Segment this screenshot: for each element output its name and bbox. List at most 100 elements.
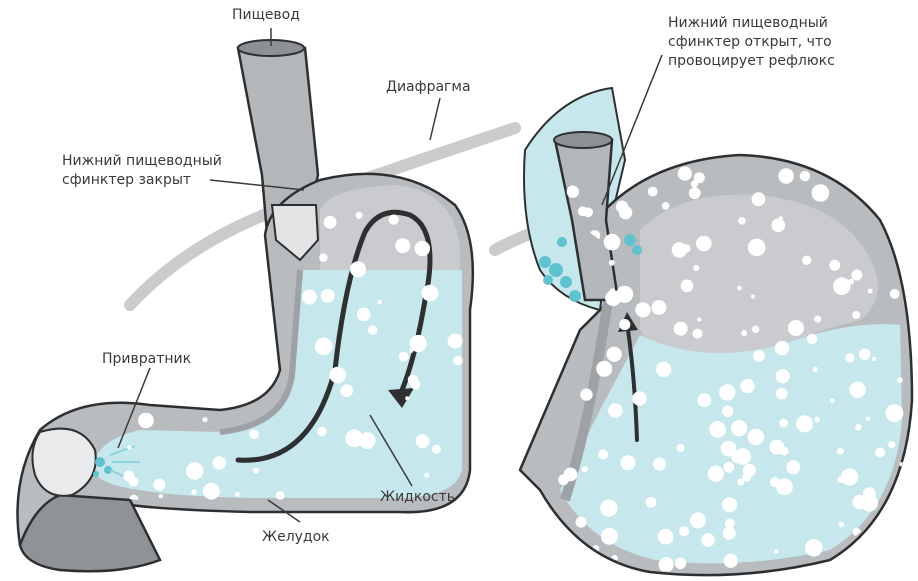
bubble [786, 460, 800, 474]
bubble [839, 522, 844, 527]
bubble [709, 421, 726, 438]
bubble [653, 458, 666, 471]
bubble [743, 464, 756, 477]
bubble [405, 396, 409, 400]
bubble [697, 393, 711, 407]
open-sphincter-top [554, 132, 612, 148]
bubble [813, 367, 818, 372]
bubble [576, 517, 587, 528]
bubble [601, 528, 618, 545]
bubble [600, 500, 617, 517]
bubble [596, 361, 612, 377]
bubble [329, 367, 346, 384]
bubble [775, 341, 790, 356]
bubble [859, 349, 870, 360]
bubble [830, 398, 835, 403]
bubble [679, 526, 689, 536]
bubble [377, 300, 382, 305]
bubble [191, 489, 196, 494]
bubble [849, 382, 865, 398]
bubble [619, 319, 630, 330]
bubble [609, 260, 615, 266]
bubble [724, 554, 738, 568]
bubble [689, 187, 701, 199]
bubble [693, 265, 699, 271]
bubble [886, 404, 904, 422]
bubble [340, 385, 353, 398]
bubble [159, 494, 163, 498]
bubble [356, 212, 363, 219]
bubble [845, 353, 854, 362]
bubble [678, 167, 692, 181]
bubble [719, 384, 735, 400]
bubble [837, 448, 844, 455]
label-sphincter-open: Нижний пищеводный сфинктер открыт, что п… [668, 14, 835, 71]
bubble [621, 211, 629, 219]
bubble [674, 322, 688, 336]
bubble [723, 527, 736, 540]
bubble [735, 448, 752, 465]
bubble [838, 476, 845, 483]
bubble [737, 286, 742, 291]
bubble [731, 420, 747, 436]
bubble [776, 388, 788, 400]
bubble [779, 216, 783, 220]
bubble [722, 406, 733, 417]
bubble [788, 320, 804, 336]
bubble [780, 447, 789, 456]
bubble [411, 380, 421, 390]
bubble [875, 447, 885, 457]
bubble [604, 234, 621, 251]
bubble [660, 531, 673, 544]
bubble [814, 417, 820, 423]
bubble [681, 280, 694, 293]
bubble [682, 244, 691, 253]
bubble [694, 172, 705, 183]
label-fluid: Жидкость [380, 488, 455, 507]
bubble [677, 444, 685, 452]
bubble [315, 338, 333, 356]
bubble [202, 417, 207, 422]
bubble [748, 239, 766, 257]
bubble [317, 427, 326, 436]
bubble [416, 434, 430, 448]
bubble [578, 206, 588, 216]
bubble [598, 449, 608, 459]
bubble [751, 294, 755, 298]
bubble [776, 369, 790, 383]
bubble [855, 424, 862, 431]
bubble [321, 289, 335, 303]
bubble [771, 218, 785, 232]
bubble [796, 415, 813, 432]
bubble [866, 417, 870, 421]
bubble [607, 347, 622, 362]
bubble [610, 288, 616, 294]
bubble [580, 388, 592, 400]
bubble [567, 186, 579, 198]
bubble [324, 216, 337, 229]
bubble [741, 330, 747, 336]
bubble [752, 192, 766, 206]
bubble [357, 308, 371, 322]
bubble [802, 256, 811, 265]
bubble [582, 466, 588, 472]
bubble [722, 497, 737, 512]
bubble [632, 391, 646, 405]
bubble [399, 352, 409, 362]
bubble [725, 518, 735, 528]
bubble [319, 253, 327, 261]
label-stomach: Желудок [262, 528, 330, 547]
bubble [723, 462, 734, 473]
bubble [345, 429, 363, 447]
bubble [800, 171, 810, 181]
bubble [646, 497, 657, 508]
bubble [888, 441, 895, 448]
label-pylorus: Привратник [102, 350, 191, 369]
bubble [123, 471, 134, 482]
bubble [807, 334, 817, 344]
label-diaphragm: Диафрагма [386, 78, 471, 97]
bubble [203, 483, 220, 500]
bubble [690, 512, 706, 528]
bubble [696, 236, 712, 252]
